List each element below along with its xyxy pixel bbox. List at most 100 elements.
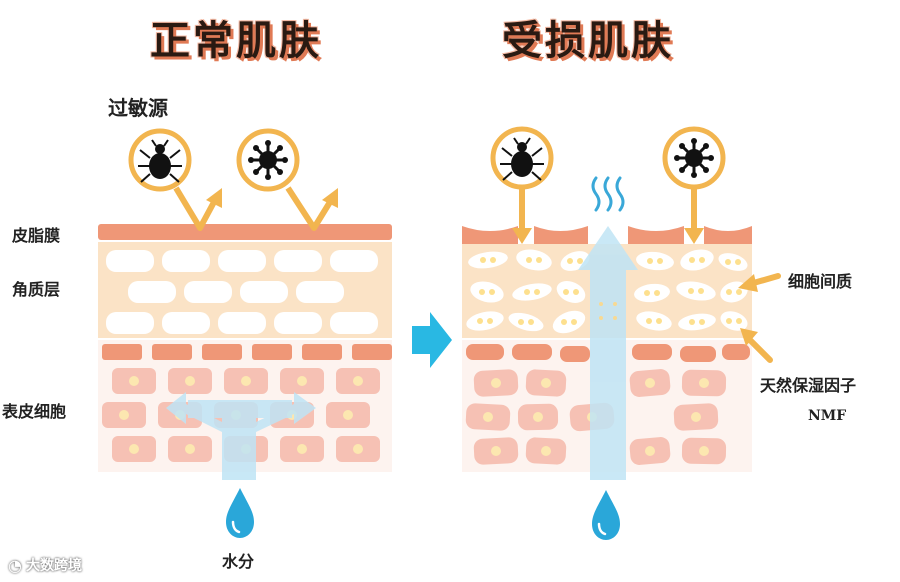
nmf-dot	[573, 289, 579, 295]
water-drop-icon	[592, 490, 620, 540]
cell-nucleus	[691, 412, 701, 422]
nmf-dot	[489, 289, 495, 295]
moisture-loss-arrow	[578, 226, 638, 480]
intercellular-label: 细胞间质	[788, 272, 853, 291]
corneum-cell	[162, 250, 210, 272]
nmf-dot	[477, 318, 483, 324]
cell-nucleus	[129, 444, 139, 454]
damaged-corneum-cell	[676, 281, 716, 301]
corneum-cell	[330, 250, 378, 272]
epidermal-cells-label: 表皮细胞	[2, 402, 67, 421]
nmf-dot	[536, 257, 542, 263]
basal-cell	[680, 346, 716, 362]
corneum-cells-damaged	[466, 249, 748, 334]
nmf-dot	[736, 289, 742, 295]
cell-nucleus	[541, 378, 551, 388]
penetrate-arrow-2	[691, 188, 697, 232]
nmf-dot	[644, 290, 650, 296]
nmf-en-label: NMF	[808, 408, 847, 424]
deflect-arrow-2	[285, 186, 333, 231]
damaged-corneum-cell	[720, 311, 748, 331]
damaged-corneum-cell	[718, 253, 748, 271]
mite-icon	[490, 126, 554, 190]
nmf-dot	[699, 257, 705, 263]
steam-icon	[591, 176, 625, 212]
basal-cell	[560, 346, 590, 362]
cell-nucleus	[645, 446, 655, 456]
nmf-pointer	[740, 328, 773, 363]
normal-skin-diagram	[98, 128, 392, 538]
basal-cell	[202, 344, 242, 360]
stratum-corneum-label: 角质层	[12, 280, 61, 299]
nmf-dot	[689, 257, 695, 263]
basal-cell	[252, 344, 292, 360]
nmf-dot	[490, 257, 496, 263]
nmf-dot	[699, 319, 705, 325]
water-drop-icon	[226, 488, 254, 538]
corneum-cell	[106, 250, 154, 272]
nmf-dot	[571, 319, 577, 325]
title-normal-skin: 正常肌肤	[150, 18, 322, 64]
nmf-dot	[656, 318, 662, 324]
corneum-cell	[106, 312, 154, 334]
watermark-logo-icon: ◔	[8, 555, 22, 575]
nmf-dot	[480, 257, 486, 263]
damaged-corneum-cell	[468, 251, 508, 269]
cell-nucleus	[491, 378, 501, 388]
cell-nucleus	[129, 376, 139, 386]
damaged-corneum-cell	[556, 281, 586, 303]
basal-cell	[302, 344, 342, 360]
nmf-dot	[561, 319, 567, 325]
corneum-cell	[274, 250, 322, 272]
penetrate-arrow-1	[519, 188, 525, 232]
corneum-cell	[274, 312, 322, 334]
basal-cell	[512, 344, 552, 360]
nmf-dot	[657, 258, 663, 264]
cell-nucleus	[533, 412, 543, 422]
basal-cell	[466, 344, 504, 360]
watermark: ◔ 大数跨境	[8, 555, 82, 575]
nmf-dot	[735, 259, 741, 265]
corneum-cell	[218, 250, 266, 272]
deflect-arrow-1	[173, 186, 217, 231]
damaged-corneum-cell	[470, 281, 504, 303]
corneum-cell	[240, 281, 288, 303]
nmf-dot	[526, 257, 532, 263]
damaged-skin-diagram	[462, 126, 781, 540]
nmf-dot	[563, 289, 569, 295]
corneum-cell	[128, 281, 176, 303]
damaged-corneum-cell	[466, 311, 504, 331]
cell-nucleus	[699, 378, 709, 388]
basal-cell	[632, 344, 672, 360]
cell-nucleus	[297, 376, 307, 386]
nmf-dot	[646, 318, 652, 324]
corneum-cells-normal	[106, 250, 378, 334]
arrow-right-icon	[412, 312, 452, 368]
cell-nucleus	[185, 444, 195, 454]
corneum-cell	[330, 312, 378, 334]
damaged-corneum-cell	[516, 249, 552, 271]
nmf-dot	[534, 289, 540, 295]
nmf-dot	[689, 319, 695, 325]
basal-cell	[722, 344, 750, 360]
intercellular-pointer	[738, 273, 781, 292]
nmf-cn-label: 天然保湿因子	[760, 376, 857, 395]
nmf-dot	[524, 289, 530, 295]
corneum-cell	[184, 281, 232, 303]
water-label: 水分	[222, 552, 255, 571]
nmf-dot	[487, 318, 493, 324]
damaged-corneum-cell	[552, 310, 586, 334]
moisture-retained-arrow	[166, 392, 316, 480]
cell-nucleus	[119, 410, 129, 420]
basal-cell	[352, 344, 392, 360]
nmf-dot	[577, 258, 583, 264]
nmf-dot	[688, 288, 694, 294]
damaged-corneum-cell	[634, 283, 670, 303]
damaged-corneum-cell	[678, 313, 716, 331]
corneum-cell	[296, 281, 344, 303]
cell-nucleus	[297, 444, 307, 454]
virus-icon	[236, 128, 300, 192]
nmf-dot	[567, 258, 573, 264]
sebum-film-normal	[98, 224, 392, 240]
